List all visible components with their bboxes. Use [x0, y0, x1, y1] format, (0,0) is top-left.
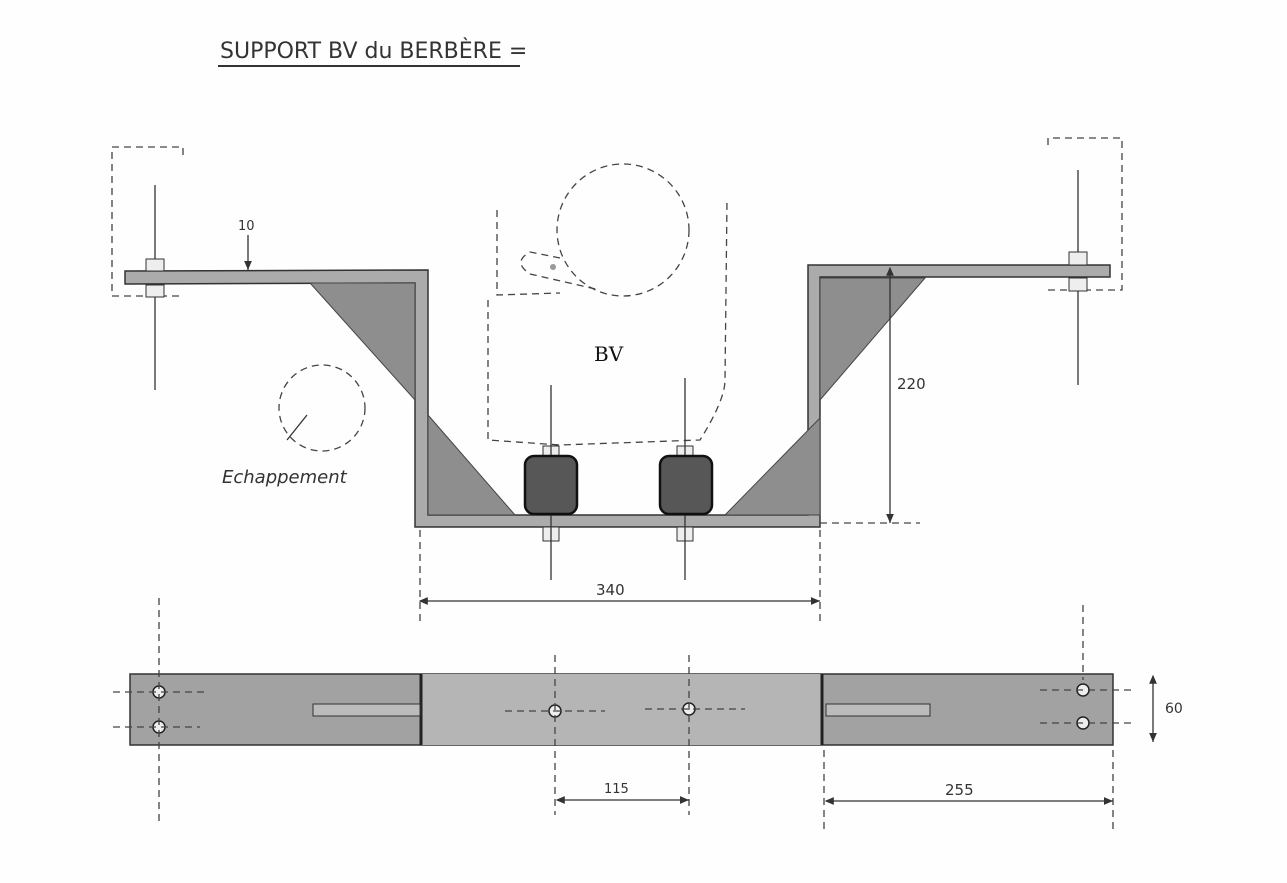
drawing-title: SUPPORT BV du BERBÈRE =: [220, 38, 527, 64]
bracket-plan-view: [113, 673, 1135, 746]
chassis-left-outline: [111, 146, 184, 297]
dim-height: 220: [897, 375, 926, 393]
silentbloc-right: [658, 454, 714, 516]
exhaust-label: Echappement: [222, 467, 348, 488]
bracket-side-view: [124, 264, 1111, 528]
exhaust-leader: [286, 414, 308, 441]
silentbloc-left: [523, 454, 579, 516]
dim-inner-width: 340: [596, 581, 625, 599]
exhaust-outline: [278, 364, 366, 452]
chassis-right-outline: [1047, 137, 1123, 291]
dim-flange-length: 255: [945, 781, 974, 799]
dim-plate-width: 60: [1165, 701, 1183, 717]
gearbox-label: BV: [594, 342, 624, 366]
dim-mount-spacing: 115: [604, 782, 629, 797]
dim-thickness: 10: [238, 219, 255, 234]
gearbox-outline: [487, 163, 728, 446]
